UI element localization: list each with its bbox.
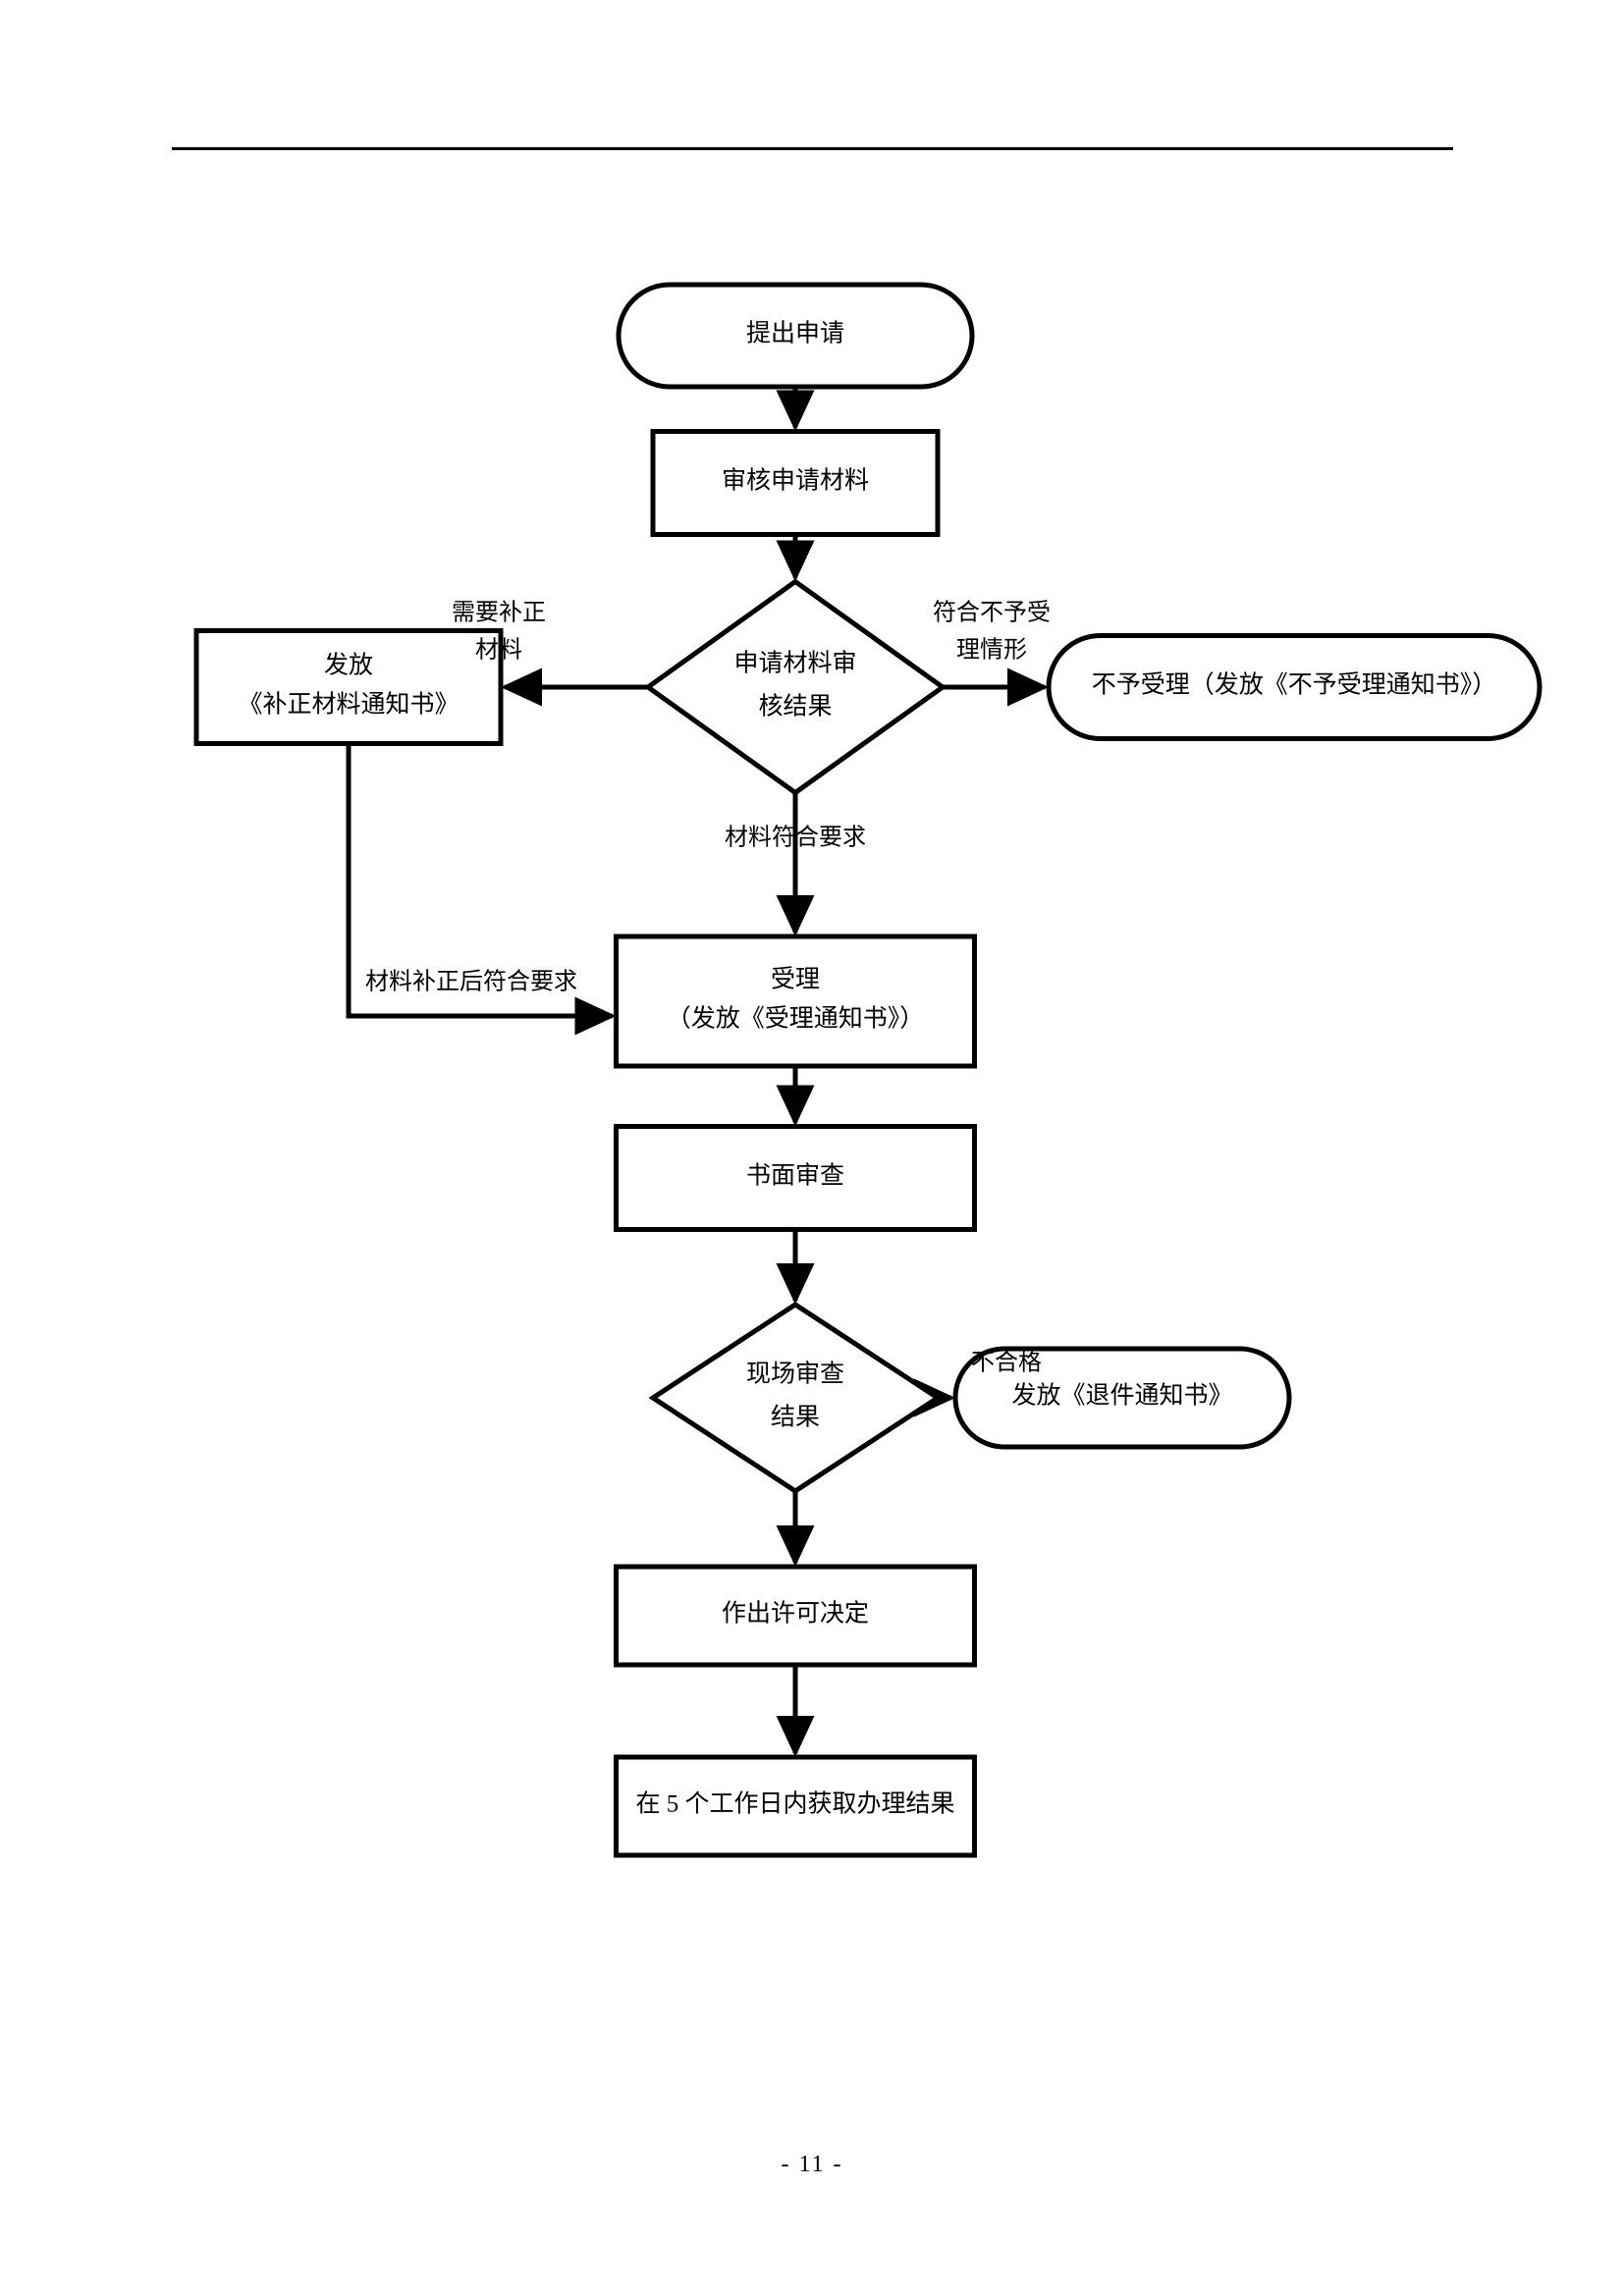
flow-node-n6: 受理 （发放《受理通知书》） [614, 934, 977, 1069]
header-rule [172, 147, 1453, 150]
flow-node-label: 申请材料审 [733, 650, 856, 677]
flow-node-label: 核结果 [758, 693, 832, 721]
edge-label-text: 材料补正后符合要求 [365, 969, 577, 995]
flow-node-label: 审核申请材料 [722, 467, 869, 495]
flow-node-label: 发放 [324, 652, 373, 679]
edge-label-text: 理情形 [956, 637, 1027, 664]
flow-node-n9: 发放《退件通知书》 [952, 1346, 1292, 1450]
flow-node-n11: 在 5 个工作日内获取办理结果 [614, 1754, 977, 1858]
flow-node-n7: 书面审查 [614, 1124, 977, 1232]
flow-node-label: 作出许可决定 [722, 1600, 869, 1628]
flow-node-label: 不予受理（发放《不予受理通知书》） [1092, 671, 1497, 699]
flow-node-label: 现场审查 [746, 1361, 844, 1388]
flow-node-n1: 提出申请 [616, 282, 975, 390]
edge-label-text: 材料 [475, 637, 522, 664]
flow-node-n10: 作出许可决定 [614, 1564, 977, 1668]
flow-node-label: 《补正材料通知书》 [238, 691, 459, 719]
flow-node-label: 发放《退件通知书》 [1011, 1382, 1232, 1410]
flow-edge-label-n8-n9: 不合格 [971, 1350, 1042, 1376]
edge-label-text: 需要补正 [452, 600, 546, 626]
flow-node-n5: 不予受理（发放《不予受理通知书》） [1046, 633, 1543, 741]
flow-node-label: 结果 [771, 1404, 820, 1431]
flow-node-label: 提出申请 [746, 320, 844, 347]
flow-node-n2: 审核申请材料 [650, 429, 941, 537]
edge-label-text: 不合格 [971, 1350, 1042, 1376]
edge-label-text: 材料符合要求 [725, 825, 866, 851]
page-number: - 11 - [781, 2152, 843, 2177]
flow-edge-label-n4-n6: 材料补正后符合要求 [365, 969, 577, 995]
flow-node-label: 受理 [771, 966, 820, 993]
flow-node-label: （发放《受理通知书》） [667, 1005, 925, 1033]
flow-node-n4: 发放《补正材料通知书》 [193, 628, 504, 746]
edge-arrow [346, 743, 617, 1036]
edges-layer [346, 387, 1050, 1758]
flow-edge-n4-n6 [346, 743, 617, 1036]
flow-node-label: 在 5 个工作日内获取办理结果 [635, 1790, 954, 1818]
edge-label-text: 符合不予受 [933, 600, 1051, 626]
flow-edge-label-n3-n6: 材料符合要求 [725, 825, 866, 851]
flow-node-label: 书面审查 [746, 1162, 844, 1190]
